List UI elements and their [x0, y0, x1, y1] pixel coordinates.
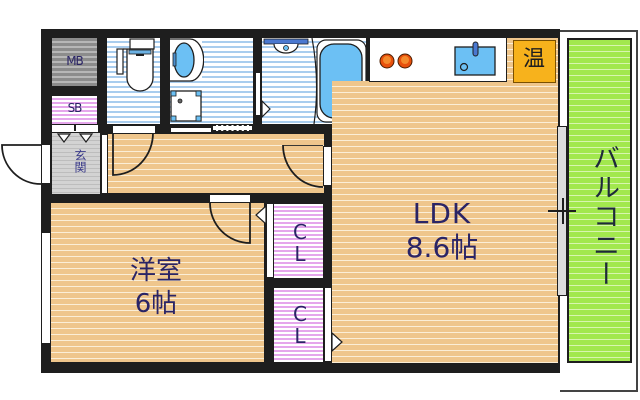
washroom-sliding-door[interactable]	[170, 124, 253, 133]
western-room-size: 6帖	[134, 289, 178, 319]
shoe-box-door-swing-icon	[56, 133, 94, 143]
ldk-label: LDK	[412, 197, 472, 230]
balcony: バルコニー	[567, 38, 632, 363]
bathroom-door[interactable]	[255, 72, 261, 116]
front-door[interactable]	[41, 144, 51, 184]
water-heater: 温	[513, 40, 556, 83]
toilet-icon	[116, 38, 155, 92]
window-cross-mark-v	[562, 198, 564, 224]
closet-2-door-swing-icon	[331, 332, 343, 353]
closet-1: CL	[274, 204, 323, 278]
water-heater-label: 温	[522, 47, 545, 72]
shoe-box-doors	[51, 124, 99, 133]
western-room: 洋室 6帖	[51, 203, 264, 362]
balcony-label: バルコニー	[588, 144, 619, 289]
front-door-swing-icon	[1, 144, 42, 185]
ldk-door-swing-icon	[282, 145, 324, 188]
closet-2-label: CL	[288, 302, 312, 346]
meter-box: MB	[52, 38, 97, 86]
kitchen-counter	[369, 38, 507, 82]
western-room-door[interactable]	[209, 194, 251, 203]
ldk-size: 8.6帖	[405, 231, 479, 264]
ldk-door[interactable]	[323, 146, 332, 186]
closet-1-label: CL	[288, 220, 312, 264]
closet-2-door[interactable]	[324, 287, 332, 362]
closet-2: CL	[274, 288, 323, 362]
hallway	[108, 134, 324, 193]
shoe-box: SB	[52, 96, 97, 124]
meter-box-label: MB	[66, 54, 84, 68]
washroom	[170, 38, 253, 124]
western-room-label: 洋室	[129, 256, 182, 286]
hall-door-frame	[101, 134, 108, 194]
stove-burner-icon	[379, 53, 413, 69]
ldk-room-main: LDK 8.6帖	[332, 81, 558, 363]
bathroom-door-swing-icon	[261, 100, 271, 118]
toilet-door-swing-icon	[112, 133, 154, 176]
entrance-label: 玄関	[73, 149, 87, 173]
closet-1-door[interactable]	[266, 203, 274, 278]
entrance: 玄関	[52, 133, 100, 194]
toilet-room	[107, 38, 160, 124]
toilet-door[interactable]	[112, 125, 156, 134]
western-room-door-swing-icon	[209, 203, 251, 244]
closet-1-door-swing-icon	[255, 205, 267, 226]
western-room-window[interactable]	[41, 232, 51, 344]
washbasin-icon	[170, 38, 204, 82]
shoe-box-label: SB	[67, 101, 83, 115]
washing-machine-icon	[170, 90, 202, 122]
kitchen-sink-icon	[454, 41, 496, 76]
